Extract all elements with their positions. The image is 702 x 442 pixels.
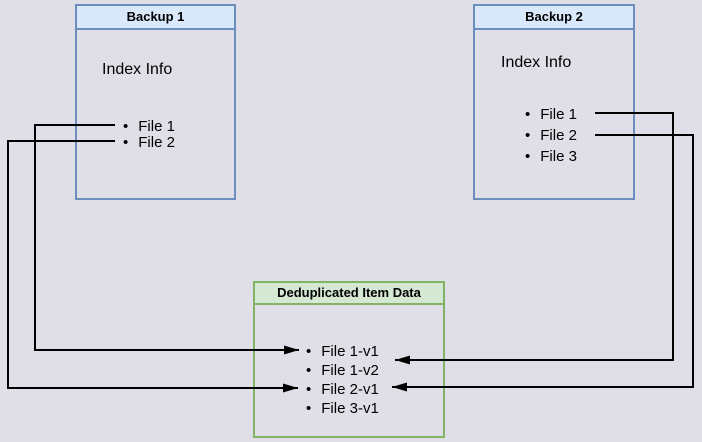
backup1-file-list: File 1 File 2 (123, 119, 175, 151)
backup1-node: Backup 1 Index Info File 1 File 2 (75, 4, 236, 200)
backup2-title: Backup 2 (475, 6, 633, 30)
deduplicated-item-data-node: Deduplicated Item Data File 1-v1 File 1-… (253, 281, 445, 438)
backup2-node: Backup 2 Index Info File 1 File 2 File 3 (473, 4, 635, 200)
backup1-title: Backup 1 (77, 6, 234, 30)
list-item-file2-v1: File 2-v1 (306, 380, 379, 399)
list-item-file1: File 1 (525, 104, 577, 125)
list-item-file2: File 2 (525, 125, 577, 146)
list-item-file3: File 3 (525, 146, 577, 167)
backup2-file-list: File 1 File 2 File 3 (525, 104, 577, 167)
dedup-file-list: File 1-v1 File 1-v2 File 2-v1 File 3-v1 (306, 342, 379, 418)
list-item-file1: File 1 (123, 119, 175, 135)
list-item-file3-v1: File 3-v1 (306, 399, 379, 418)
backup2-index-info-label: Index Info (501, 54, 572, 71)
backup1-index-info-label: Index Info (102, 61, 173, 78)
list-item-file1-v2: File 1-v2 (306, 361, 379, 380)
list-item-file1-v1: File 1-v1 (306, 342, 379, 361)
list-item-file2: File 2 (123, 135, 175, 151)
dedup-title: Deduplicated Item Data (255, 283, 443, 305)
